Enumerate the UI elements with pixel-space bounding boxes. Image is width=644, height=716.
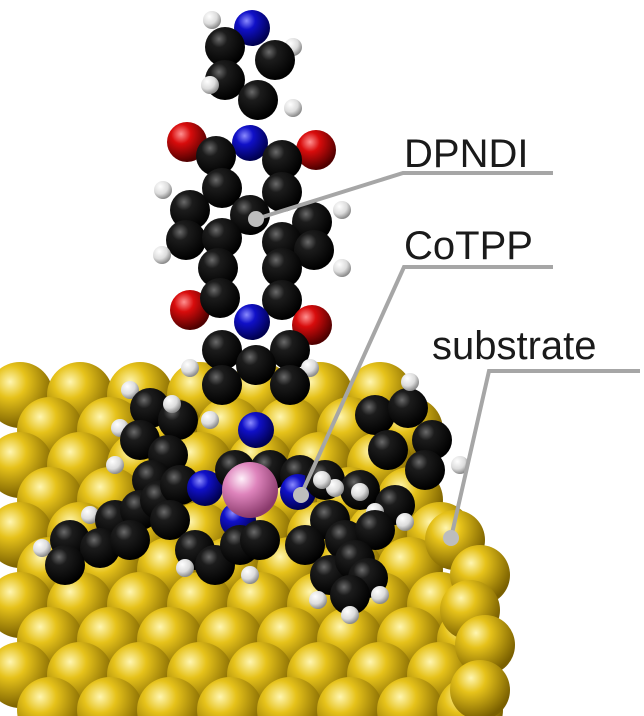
- carbon-atom: [270, 365, 310, 405]
- molecule-atoms: [33, 10, 469, 624]
- hydrogen-atom: [176, 559, 194, 577]
- carbon-atom: [236, 345, 276, 385]
- carbon-atom: [166, 220, 206, 260]
- hydrogen-atom: [333, 259, 351, 277]
- gold-atom: [77, 677, 143, 716]
- carbon-atom: [196, 136, 236, 176]
- hydrogen-atom: [371, 586, 389, 604]
- gold-atom: [450, 660, 510, 716]
- hydrogen-atom: [401, 373, 419, 391]
- dpndi-leader-line: [255, 171, 553, 221]
- carbon-atom: [294, 230, 334, 270]
- cotpp-leader-dot: [293, 487, 309, 503]
- hydrogen-atom: [313, 471, 331, 489]
- carbon-atom: [170, 190, 210, 230]
- hydrogen-atom: [309, 591, 327, 609]
- nitrogen-atom: [234, 10, 270, 46]
- carbon-atom: [355, 395, 395, 435]
- carbon-atom: [412, 420, 452, 460]
- carbon-atom: [80, 528, 120, 568]
- hydrogen-atom: [181, 359, 199, 377]
- carbon-atom: [150, 500, 190, 540]
- hydrogen-atom: [163, 395, 181, 413]
- cotpp-leader-line: [299, 265, 553, 496]
- hydrogen-atom: [153, 246, 171, 264]
- carbon-atom: [45, 545, 85, 585]
- gold-atom: [17, 677, 83, 716]
- hydrogen-atom: [451, 456, 469, 474]
- carbon-atom: [238, 80, 278, 120]
- hydrogen-atom: [351, 483, 369, 501]
- carbon-atom: [202, 365, 242, 405]
- gold-atom: [377, 677, 443, 716]
- hydrogen-atom: [121, 381, 139, 399]
- carbon-atom: [285, 525, 325, 565]
- carbon-atom: [202, 218, 242, 258]
- hydrogen-atom: [106, 456, 124, 474]
- hydrogen-atom: [33, 539, 51, 557]
- carbon-atom: [330, 575, 370, 615]
- carbon-atom: [110, 520, 150, 560]
- carbon-atom: [255, 40, 295, 80]
- gold-atom: [455, 615, 515, 675]
- leader-lines: [248, 171, 640, 546]
- nitrogen-atom: [238, 412, 274, 448]
- gold-atom: [257, 677, 323, 716]
- gold-atom: [197, 677, 263, 716]
- label-substrate: substrate: [432, 324, 597, 368]
- cobalt-atom: [222, 462, 278, 518]
- carbon-atom: [202, 168, 242, 208]
- nitrogen-atom: [232, 125, 268, 161]
- carbon-atom: [270, 330, 310, 370]
- hydrogen-atom: [201, 411, 219, 429]
- hydrogen-atom: [81, 506, 99, 524]
- hydrogen-atom: [326, 479, 344, 497]
- carbon-atom: [405, 450, 445, 490]
- hydrogen-atom: [154, 181, 172, 199]
- oxygen-atom: [296, 130, 336, 170]
- hydrogen-atom: [396, 513, 414, 531]
- nitrogen-atom: [187, 470, 223, 506]
- hydrogen-atom: [241, 566, 259, 584]
- substrate-leader-line: [449, 369, 640, 539]
- carbon-atom: [388, 388, 428, 428]
- hydrogen-atom: [341, 606, 359, 624]
- substrate-leader-dot: [443, 530, 459, 546]
- dpndi-leader-dot: [248, 211, 264, 227]
- carbon-atom: [262, 172, 302, 212]
- label-dpndi: DPNDI: [404, 132, 529, 176]
- carbon-atom: [198, 248, 238, 288]
- carbon-atom: [262, 248, 302, 288]
- carbon-atom: [262, 140, 302, 180]
- gold-atom: [137, 677, 203, 716]
- hydrogen-atom: [203, 11, 221, 29]
- carbon-atom: [368, 430, 408, 470]
- label-cotpp: CoTPP: [404, 224, 533, 268]
- carbon-atom: [202, 330, 242, 370]
- nitrogen-atom: [234, 304, 270, 340]
- carbon-atom: [355, 510, 395, 550]
- carbon-atom: [205, 27, 245, 67]
- hydrogen-atom: [333, 201, 351, 219]
- hydrogen-atom: [201, 76, 219, 94]
- oxygen-atom: [170, 290, 210, 330]
- carbon-atom: [200, 278, 240, 318]
- carbon-atom: [262, 280, 302, 320]
- hydrogen-atom: [284, 99, 302, 117]
- carbon-atom: [240, 520, 280, 560]
- gold-atom: [317, 677, 383, 716]
